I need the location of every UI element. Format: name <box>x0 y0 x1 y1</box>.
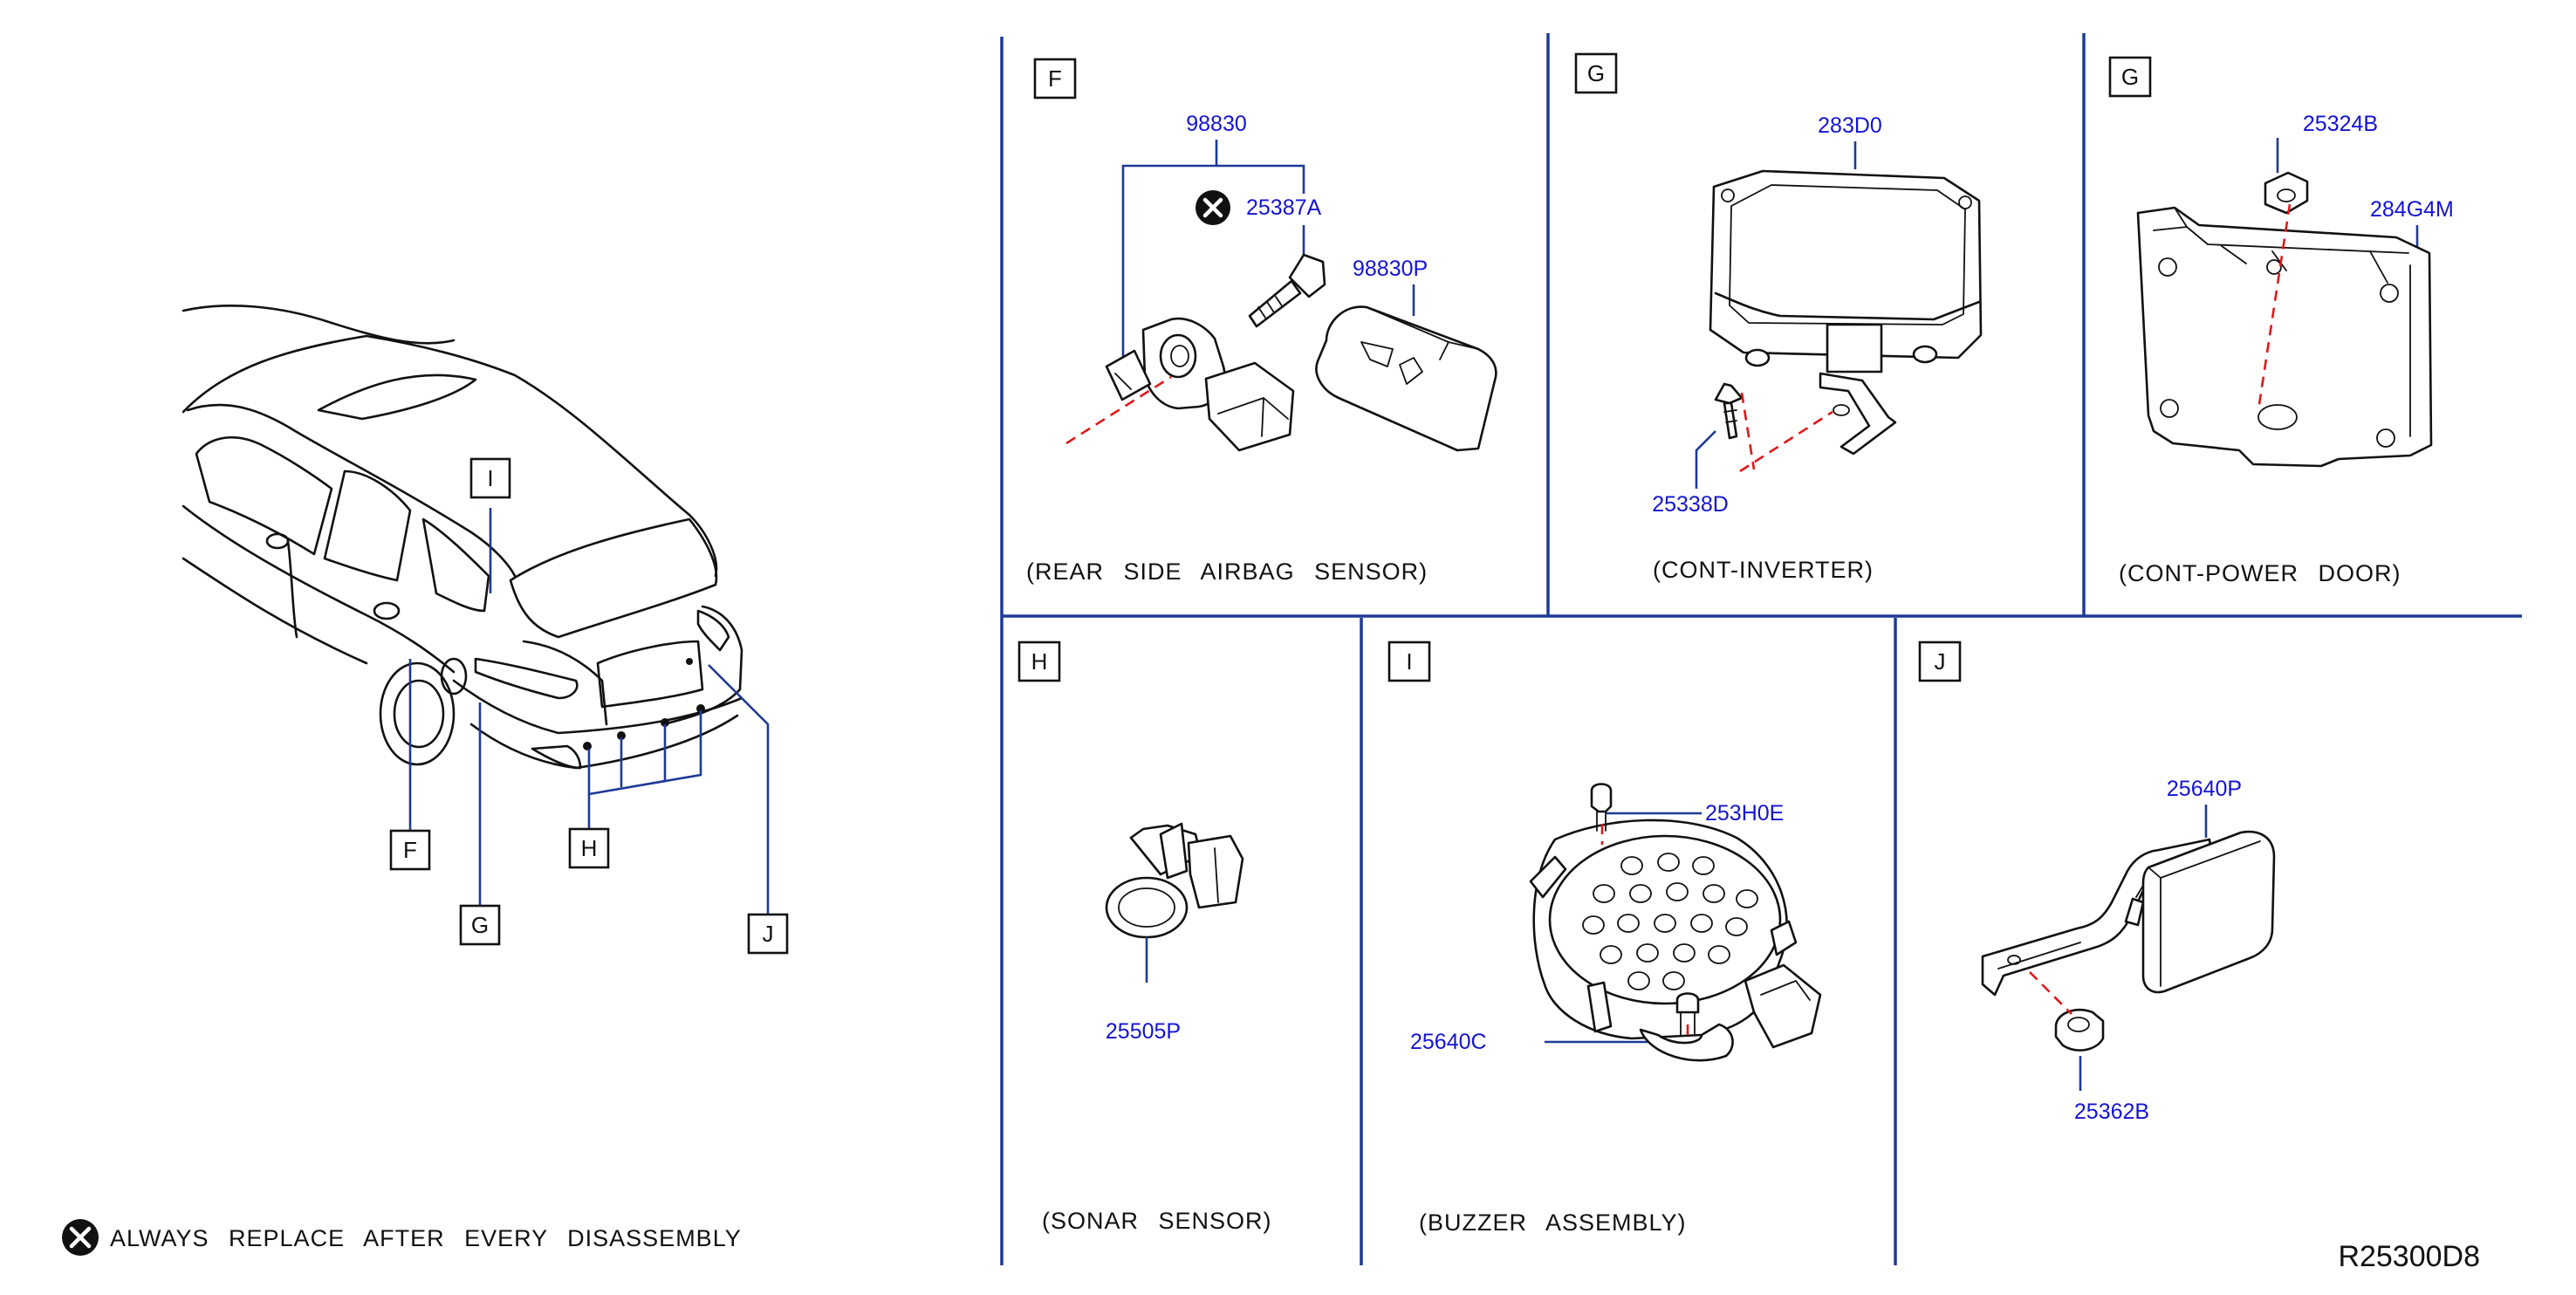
part-number: 253H0E <box>1705 801 1784 826</box>
panel-caption: (CONT-INVERTER) <box>1653 557 1874 583</box>
x-circle-icon <box>1196 190 1230 225</box>
power-door-controller <box>2136 206 2433 468</box>
panel-caption: (REAR SIDE AIRBAG SENSOR) <box>1026 558 1428 585</box>
vehicle-illustration <box>182 304 743 770</box>
diagram-code: R25300D8 <box>2338 1240 2480 1273</box>
vehicle-callout-I: I <box>469 457 511 499</box>
svg-text:I: I <box>487 465 493 491</box>
sensor-cover <box>1315 305 1497 452</box>
svg-text:J: J <box>1935 648 1946 675</box>
panel-G-power-door: G 25324B 284G4M (CONT-POWER DOOR) <box>2108 56 2454 586</box>
airbag-sensor <box>1105 317 1295 452</box>
vehicle-callout-G: G <box>459 904 501 946</box>
panel-J: J 25640P 25362B <box>1918 641 2276 1124</box>
svg-text:G: G <box>2121 64 2139 90</box>
vehicle-callout-F: F <box>389 829 431 871</box>
panel-caption: (CONT-POWER DOOR) <box>2119 560 2401 586</box>
svg-text:F: F <box>403 837 417 863</box>
svg-text:H: H <box>1031 648 1048 675</box>
nut <box>2054 1008 2105 1052</box>
panel-F: F 98830 25387A 98830P <box>1026 58 1497 585</box>
part-number: 25338D <box>1652 492 1729 517</box>
svg-text:I: I <box>1406 648 1412 675</box>
part-number: 25640C <box>1410 1030 1487 1054</box>
svg-text:F: F <box>1048 65 1062 92</box>
part-number: 98830P <box>1353 257 1428 281</box>
panel-H: H 25505P (SONAR SENSOR) <box>1017 641 1272 1234</box>
part-number: 284G4M <box>2370 197 2454 222</box>
bolt <box>1248 253 1326 328</box>
bolt <box>1714 382 1744 440</box>
svg-text:J: J <box>763 921 774 947</box>
vehicle-callout-H: H <box>568 827 610 869</box>
vehicle-callout-J: J <box>747 913 789 955</box>
clip <box>1675 992 1700 1036</box>
part-number: 25640P <box>2167 777 2242 801</box>
panel-I: I 253H0E 25640C <box>1387 641 1822 1236</box>
panel-caption: (BUZZER ASSEMBLY) <box>1419 1209 1687 1236</box>
power-door-module <box>2141 830 2276 994</box>
part-number: 98830 <box>1186 112 1247 136</box>
svg-text:G: G <box>1587 60 1605 86</box>
x-circle-icon <box>62 1219 99 1256</box>
legend: ALWAYS REPLACE AFTER EVERY DISASSEMBLY <box>62 1219 742 1256</box>
nut <box>2264 171 2309 215</box>
vehicle-leaders <box>408 508 770 916</box>
panel-caption: (SONAR SENSOR) <box>1042 1208 1272 1234</box>
part-number: 25387A <box>1246 195 1322 220</box>
part-number: 25362B <box>2074 1100 2149 1124</box>
panel-dividers <box>1000 33 2522 1265</box>
part-number: 283D0 <box>1818 113 1882 138</box>
inverter-unit <box>1709 169 1983 456</box>
panel-G-inverter: G 283D0 25338D (CONT-INVERTER) <box>1574 52 1983 583</box>
svg-text:G: G <box>471 912 489 938</box>
clip <box>1590 783 1613 832</box>
part-number: 25505P <box>1106 1019 1181 1044</box>
legend-text: ALWAYS REPLACE AFTER EVERY DISASSEMBLY <box>110 1225 742 1251</box>
svg-text:H: H <box>581 835 598 861</box>
sonar-sensor <box>1105 822 1244 939</box>
buzzer-assembly <box>1529 819 1822 1062</box>
part-number: 25324B <box>2303 112 2378 136</box>
